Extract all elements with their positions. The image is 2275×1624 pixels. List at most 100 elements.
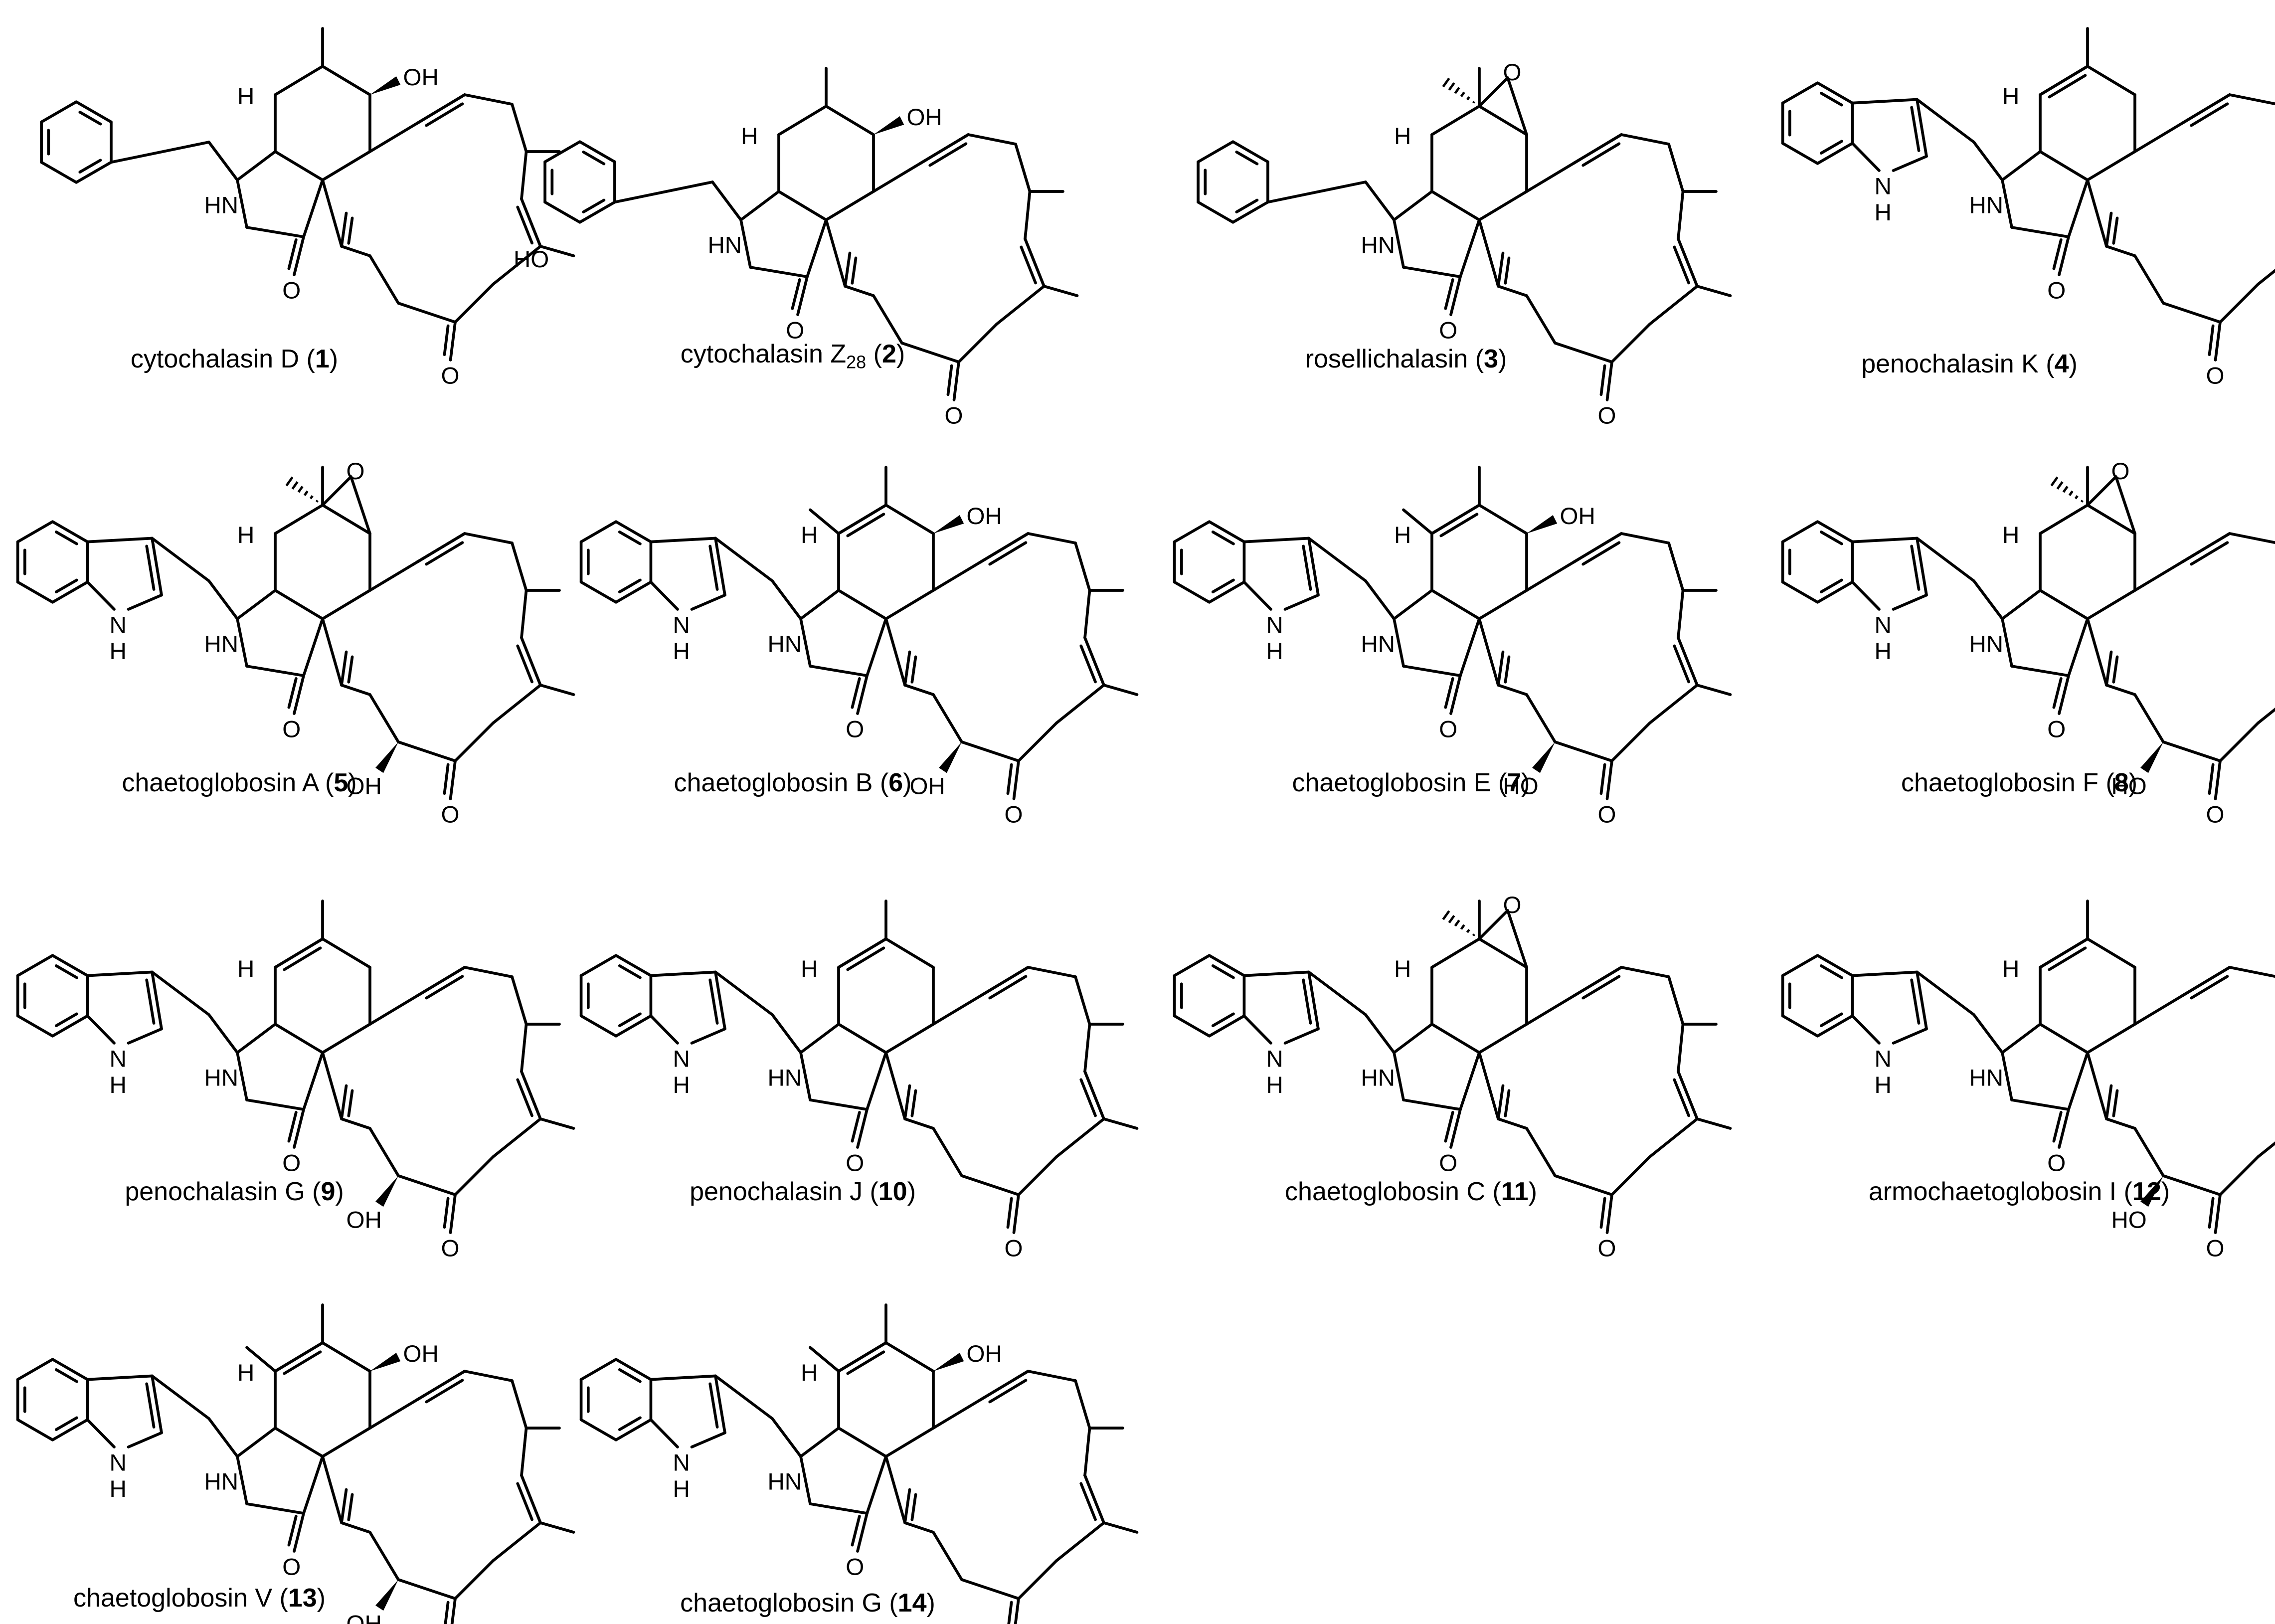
compound-caption: penochalasin K (4) <box>1861 350 2078 378</box>
lactam-o-label: O <box>1439 318 1457 344</box>
lactam-nh-label: HN <box>204 1065 239 1091</box>
compound-number: 14 <box>897 1589 927 1618</box>
hydroxyl-label: HO <box>1503 773 1539 800</box>
compound-caption: chaetoglobosin F (8) <box>1901 768 2138 797</box>
ketone-o-label: O <box>2206 802 2225 828</box>
compound-name: chaetoglobosin G <box>680 1589 882 1618</box>
compound-number: 9 <box>321 1177 336 1206</box>
ring-h-label: H <box>801 1360 818 1386</box>
compound-name: chaetoglobosin C <box>1285 1177 1485 1206</box>
lactam-o-label: O <box>846 1150 864 1177</box>
indole-n-label: N <box>110 1450 127 1476</box>
hydroxyl-label: OH <box>347 1611 382 1624</box>
hydroxyl-label: OH <box>347 1207 382 1234</box>
ring-h-label: H <box>2002 83 2019 110</box>
compound-name-subscript: 28 <box>846 352 867 372</box>
indole-n-label: N <box>1875 174 1892 200</box>
ring-h-label: H <box>237 522 254 548</box>
compound-name: penochalasin G <box>125 1177 305 1206</box>
compound-caption: cytochalasin D (1) <box>130 345 339 373</box>
indole-h-label: H <box>1266 638 1283 665</box>
ring-h-label: H <box>237 83 254 110</box>
compound-name: chaetoglobosin E <box>1292 768 1491 797</box>
ring-h-label: H <box>801 956 818 982</box>
compound-name: chaetoglobosin V <box>73 1584 273 1613</box>
compound-name: chaetoglobosin F <box>1901 768 2099 797</box>
compound-caption: cytochalasin Z28 (2) <box>680 340 905 372</box>
compound-caption: chaetoglobosin B (6) <box>674 768 912 797</box>
epoxide-o-label: O <box>347 458 365 485</box>
compound-number: 5 <box>334 768 349 797</box>
compound-caption: rosellichalasin (3) <box>1305 345 1507 373</box>
compound-name: cytochalasin D <box>130 345 300 373</box>
lactam-o-label: O <box>2047 278 2066 304</box>
indole-n-label: N <box>1875 1046 1892 1073</box>
compound-number: 8 <box>2114 768 2129 797</box>
hydroxyl-label: OH <box>347 773 382 800</box>
compound-caption: chaetoglobosin V (13) <box>73 1584 326 1613</box>
indole-h-label: H <box>673 1072 690 1098</box>
ring-h-label: H <box>1394 956 1411 982</box>
indole-h-label: H <box>1875 638 1892 665</box>
lactam-nh-label: HN <box>768 631 802 658</box>
indole-n-label: N <box>110 1046 127 1073</box>
lactam-nh-label: HN <box>204 1469 239 1495</box>
lactam-nh-label: HN <box>204 631 239 658</box>
lactam-o-label: O <box>2047 1150 2066 1177</box>
ketone-o-label: O <box>441 802 460 828</box>
compound-number: 7 <box>1507 768 1522 797</box>
hydroxyl-label: OH <box>967 1341 1002 1367</box>
lactam-nh-label: HN <box>204 192 239 219</box>
hydroxyl-label: OH <box>403 1341 439 1367</box>
compound-number: 3 <box>1484 345 1498 373</box>
hydroxyl-label: OH <box>907 104 942 131</box>
compound-number: 2 <box>881 340 896 368</box>
indole-n-label: N <box>673 1450 690 1476</box>
hydroxyl-label: OH <box>910 773 945 800</box>
lactam-o-label: O <box>786 318 804 344</box>
compound-caption: penochalasin G (9) <box>125 1177 344 1206</box>
lactam-nh-label: HN <box>1969 192 2004 219</box>
lactam-o-label: O <box>846 717 864 743</box>
indole-n-label: N <box>673 612 690 639</box>
indole-h-label: H <box>1875 199 1892 226</box>
compound-name: chaetoglobosin A <box>122 768 318 797</box>
hydroxyl-label: OH <box>1560 503 1595 530</box>
indole-n-label: N <box>1875 612 1892 639</box>
compound-name: chaetoglobosin B <box>674 768 873 797</box>
chemical-structure-icon: OHHHNOONH <box>579 1303 1139 1624</box>
compound-number: 13 <box>288 1584 317 1613</box>
compound-number: 10 <box>878 1177 907 1206</box>
indole-h-label: H <box>110 638 127 665</box>
compound-caption: chaetoglobosin G (14) <box>680 1589 935 1618</box>
indole-h-label: H <box>1875 1072 1892 1098</box>
lactam-nh-label: HN <box>1969 1065 2004 1091</box>
indole-n-label: N <box>1266 1046 1283 1073</box>
ketone-o-label: O <box>1598 1236 1616 1262</box>
hydroxyl-label: HO <box>2111 1207 2147 1234</box>
compound-number: 4 <box>2054 350 2069 378</box>
hydroxyl-label: HO <box>2111 773 2147 800</box>
lactam-o-label: O <box>846 1554 864 1581</box>
ring-h-label: H <box>801 522 818 548</box>
compound-number: 12 <box>2132 1177 2161 1206</box>
epoxide-o-label: O <box>2111 458 2130 485</box>
compound-number: 1 <box>315 345 330 373</box>
lactam-o-label: O <box>1439 1150 1457 1177</box>
